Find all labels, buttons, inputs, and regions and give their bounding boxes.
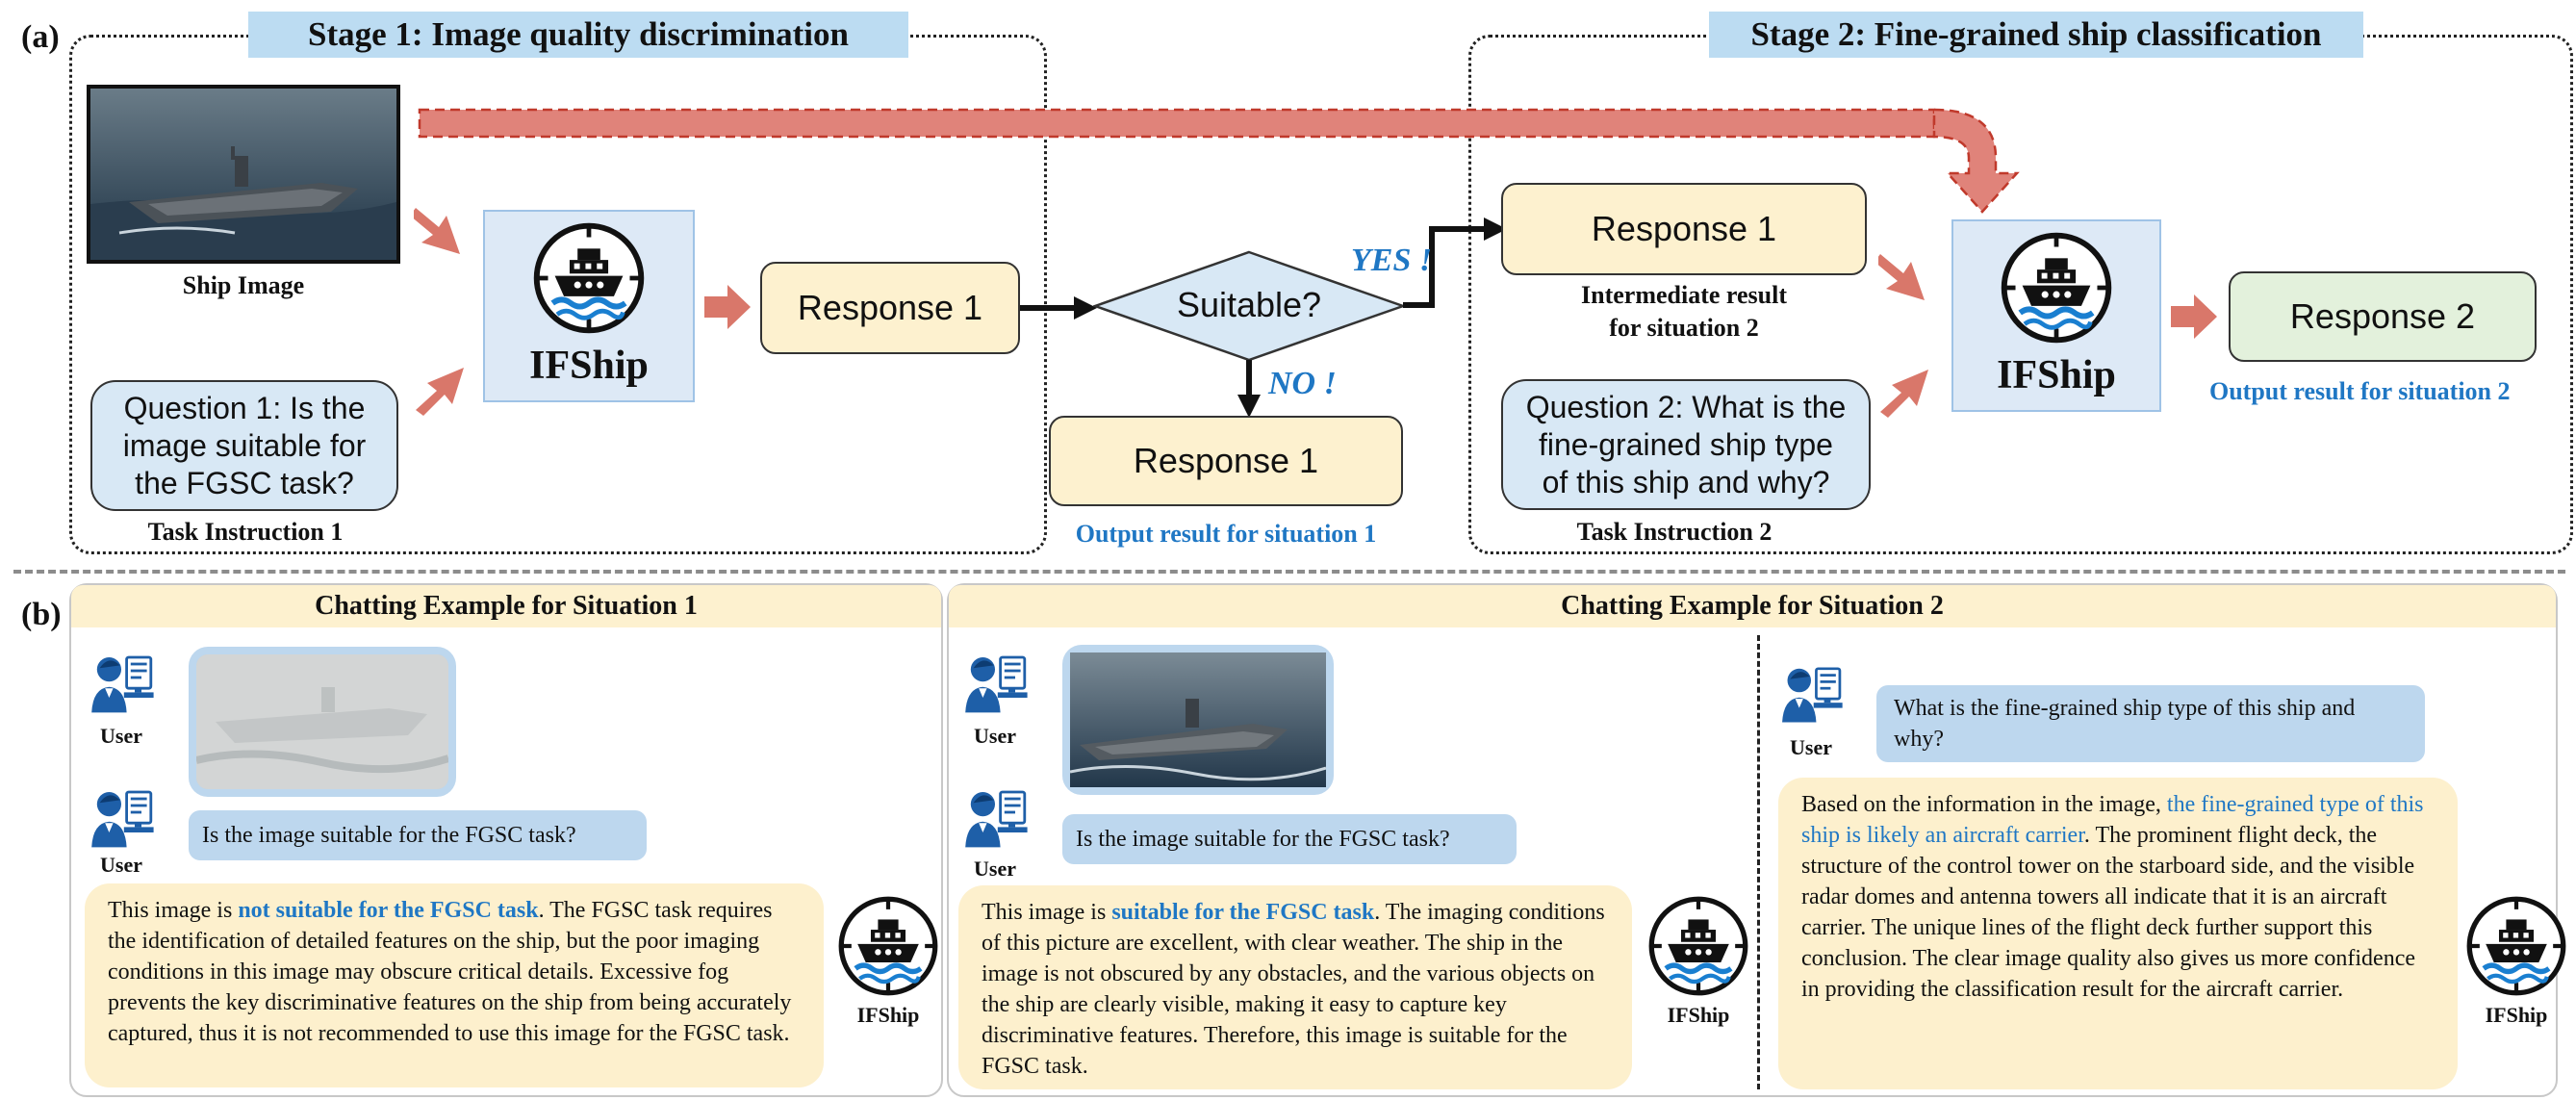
user-label: User: [100, 724, 142, 748]
panel-separator: [13, 570, 2565, 574]
ifship-answer-bubble: Based on the information in the image, t…: [1778, 778, 2458, 1089]
answer-emphasis: suitable for the FGSC task: [1111, 900, 1375, 925]
user-computer-icon: [85, 651, 158, 718]
decision-label: Suitable?: [1176, 285, 1322, 324]
image-bubble: [189, 647, 456, 797]
user-computer-icon: [85, 785, 158, 853]
situation2-section: Chatting Example for Situation 2: [947, 583, 2558, 1097]
response-2-box: Response 2: [2229, 271, 2537, 362]
panel-a-label: (a): [21, 19, 60, 55]
question-1-line: Question 1: Is the: [123, 390, 366, 425]
user-computer-icon: [1776, 662, 1846, 728]
question-2-line: fine-grained ship type: [1539, 426, 1833, 462]
question-2-box: Question 2: What is the fine-grained shi…: [1501, 379, 1871, 510]
ifship-answer-bubble: This image is suitable for the FGSC task…: [958, 885, 1632, 1089]
user-question-bubble: Is the image suitable for the FGSC task?: [189, 810, 647, 860]
ifship-label: IFShip: [1667, 1003, 1730, 1027]
ifship-box-stage1: IFShip: [483, 210, 695, 402]
user-label: User: [974, 857, 1016, 881]
ship-image: [87, 85, 400, 264]
output-situation1-caption: Output result for situation 1: [1075, 520, 1377, 548]
intermediate-caption-line: for situation 2: [1609, 314, 1759, 342]
answer-text: This image is: [982, 900, 1112, 925]
ifship-label: IFShip: [1997, 353, 2116, 397]
intermediate-result-caption: Intermediate result for situation 2: [1501, 279, 1867, 345]
response-1-stage2: Response 1: [1501, 183, 1867, 275]
yes-label: YES !: [1351, 243, 1433, 278]
ifship-label: IFShip: [529, 344, 649, 388]
arrow-right-icon: [1020, 296, 1097, 320]
clear-ship-image: [1069, 652, 1327, 787]
situation2-header: Chatting Example for Situation 2: [949, 585, 2556, 627]
ship-logo-icon: [2465, 895, 2567, 997]
red-arrow-icon: [1878, 254, 1925, 300]
task-instruction-1-caption: Task Instruction 1: [147, 518, 344, 546]
answer-text: . The imaging conditions of this picture…: [982, 900, 1605, 1079]
ship-logo-icon: [2000, 231, 2113, 345]
no-label: NO !: [1268, 366, 1337, 401]
task-instruction-2-caption: Task Instruction 2: [1576, 518, 1773, 546]
red-block-arrow-icon: [704, 285, 751, 329]
image-bubble: [1062, 645, 1334, 795]
answer-text: Based on the information in the image,: [1801, 792, 2167, 817]
answer-highlight: the fine-grained type of this ship is li…: [1801, 792, 2424, 848]
ship-logo-icon: [837, 895, 939, 997]
situation2-divider: [1757, 635, 1760, 1089]
question-2-line: Question 2: What is the: [1525, 389, 1847, 424]
question-1-line: the FGSC task?: [135, 465, 354, 500]
question-1-line: image suitable for: [122, 427, 367, 463]
user-label: User: [100, 853, 142, 877]
situation1-header: Chatting Example for Situation 1: [71, 585, 941, 627]
ship-logo-icon: [1647, 895, 1749, 997]
user-computer-icon: [958, 651, 1032, 718]
intermediate-caption-line: Intermediate result: [1581, 281, 1787, 309]
situation1-section: Chatting Example for Situation 1: [69, 583, 943, 1097]
red-arrow-icon: [414, 208, 460, 254]
user-label: User: [1790, 735, 1832, 759]
answer-text: . The FGSC task requires the identificat…: [108, 898, 792, 1046]
answer-text: This image is: [108, 898, 239, 923]
bypass-arrow-icon: [418, 108, 2020, 214]
user-question-bubble: What is the fine-grained ship type of th…: [1876, 685, 2425, 762]
foggy-ship-image: [195, 654, 450, 789]
panel-b-label: (b): [21, 597, 62, 632]
user-label: User: [974, 724, 1016, 748]
ifship-answer-bubble: This image is not suitable for the FGSC …: [85, 883, 824, 1087]
question-1-box: Question 1: Is the image suitable for th…: [90, 380, 398, 511]
stage1-title: Stage 1: Image quality discrimination: [248, 12, 908, 58]
ifship-label: IFShip: [856, 1003, 920, 1027]
ifship-label: IFShip: [2485, 1003, 2548, 1027]
response-1-stage1: Response 1: [760, 262, 1020, 354]
red-arrow-icon: [1880, 370, 1928, 418]
ship-image-caption: Ship Image: [182, 271, 305, 299]
no-arrow-icon: [1237, 360, 1261, 418]
red-arrow-icon: [416, 368, 464, 416]
ship-logo-icon: [532, 221, 646, 335]
user-question-bubble: Is the image suitable for the FGSC task?: [1062, 814, 1517, 864]
red-block-arrow-icon: [2171, 294, 2217, 339]
stage2-title: Stage 2: Fine-grained ship classificatio…: [1709, 12, 2363, 58]
question-2-line: of this ship and why?: [1542, 464, 1830, 499]
answer-text: . The prominent flight deck, the structu…: [1801, 823, 2416, 1002]
response-1-situation1: Response 1: [1049, 416, 1403, 506]
yes-arrow-icon: [1403, 217, 1507, 308]
answer-emphasis: not suitable for the FGSC task: [238, 898, 539, 923]
output-situation2-caption: Output result for situation 2: [2209, 377, 2511, 405]
user-computer-icon: [958, 785, 1032, 853]
ifship-box-stage2: IFShip: [1951, 219, 2161, 412]
